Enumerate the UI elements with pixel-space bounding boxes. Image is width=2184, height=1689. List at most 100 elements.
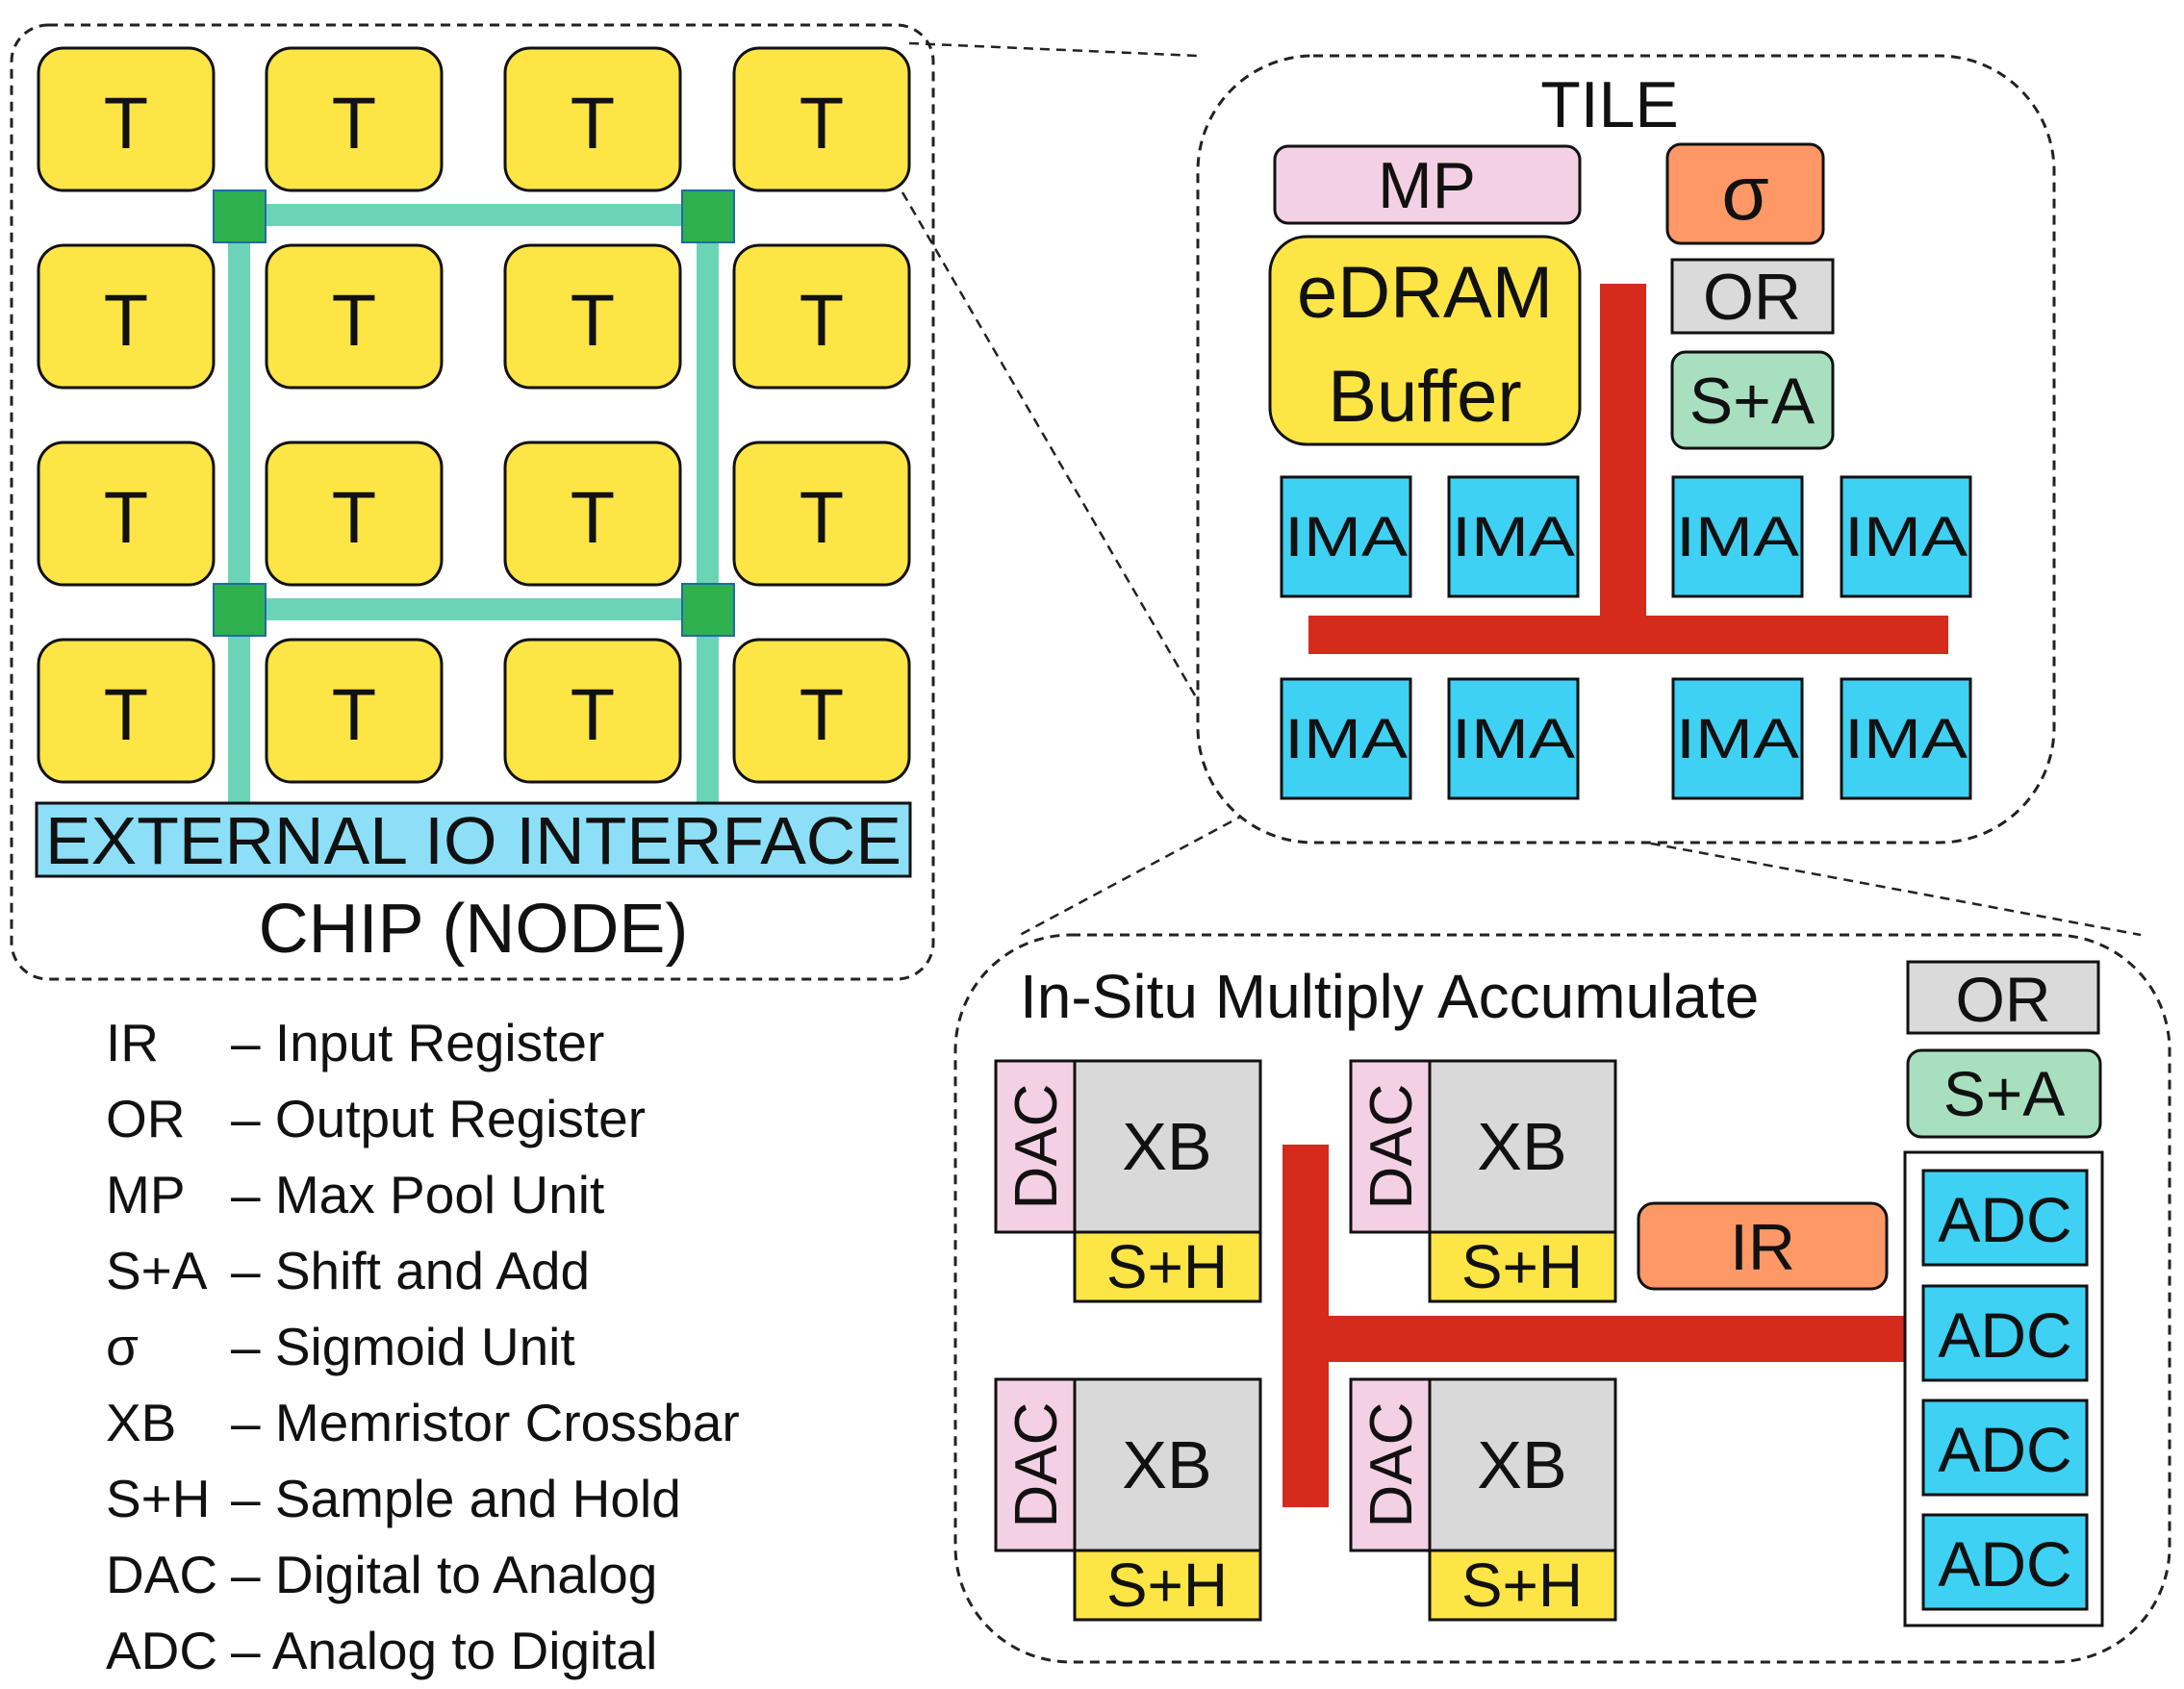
ima-label: IMA (1676, 506, 1799, 568)
chip-tile (37, 638, 216, 784)
chip-title: CHIP (NODE) (259, 891, 689, 968)
edram-buffer (1268, 235, 1582, 446)
isaac-region: In-Situ Multiply Accumulate OR S+A IR DA… (953, 933, 2171, 1664)
chip-tile-label: T (332, 83, 376, 164)
adc-unit (1921, 1169, 2089, 1267)
legend-desc: – Sample and Hold (231, 1469, 681, 1528)
ima-unit (1280, 677, 1412, 800)
crossbar-label: XB (1477, 1109, 1566, 1184)
ima-label: IMA (1676, 708, 1799, 770)
chip-tile (732, 243, 911, 390)
tile-bus-horizontal (1308, 616, 1948, 654)
ima-unit (1280, 475, 1412, 598)
dac-unit (1349, 1377, 1432, 1552)
chip-tile-label: T (104, 674, 148, 756)
ima-unit (1447, 475, 1580, 598)
legend-desc: – Digital to Analog (231, 1545, 658, 1604)
connector-line (908, 41, 1199, 58)
ima-unit (1840, 677, 1972, 800)
crossbar (1073, 1059, 1262, 1234)
dac-label: DAC (1359, 1402, 1425, 1528)
isaac-shift-add-label: S+A (1943, 1058, 2066, 1129)
legend-entry: S+H– Sample and Hold (106, 1461, 740, 1537)
chip-tile-label: T (571, 280, 615, 362)
max-pool-unit (1273, 144, 1582, 225)
chip-tile (732, 441, 911, 587)
sample-hold-label: S+H (1106, 1550, 1228, 1620)
chip-tile-label: T (800, 674, 844, 756)
sample-hold-unit (1073, 1549, 1262, 1622)
crossbar-label: XB (1477, 1427, 1566, 1502)
routers (213, 189, 735, 637)
legend-desc: – Sigmoid Unit (231, 1317, 575, 1376)
legend-abbr: XB (106, 1393, 177, 1452)
adc-unit (1921, 1399, 2089, 1497)
chip-tile (265, 441, 444, 587)
chip-tile (732, 638, 911, 784)
legend-abbr: IR (106, 1013, 159, 1072)
network-link (697, 192, 719, 808)
chip-tile (265, 638, 444, 784)
legend-entry: OR– Output Register (106, 1081, 740, 1157)
output-register-label: OR (1703, 261, 1801, 334)
dac-unit (994, 1059, 1077, 1234)
crossbar-label: XB (1122, 1427, 1211, 1502)
sample-hold-unit (1428, 1549, 1617, 1622)
chip-tile-label: T (332, 674, 376, 756)
legend-entry: XB– Memristor Crossbar (106, 1385, 740, 1461)
edram-label: eDRAM (1297, 252, 1553, 334)
chip-tile-label: T (571, 477, 615, 559)
external-io-label: EXTERNAL IO INTERFACE (45, 803, 902, 878)
chip-tile (732, 46, 911, 192)
chip-tile (37, 46, 216, 192)
network-links (228, 192, 722, 808)
ima-label: IMA (1844, 708, 1968, 770)
ima-label: IMA (1844, 506, 1968, 568)
crossbar (1428, 1059, 1617, 1234)
ima-label: IMA (1284, 708, 1408, 770)
shift-add-unit (1670, 350, 1835, 450)
output-register (1670, 258, 1835, 335)
buffer-label: Buffer (1328, 356, 1521, 438)
dac-label: DAC (1359, 1084, 1425, 1210)
crossbar (1073, 1377, 1262, 1552)
sample-hold-label: S+H (1106, 1232, 1228, 1301)
crossbar-label: XB (1122, 1109, 1211, 1184)
router (681, 583, 735, 637)
legend-abbr: S+A (106, 1241, 208, 1300)
tile-bus-vertical (1600, 284, 1646, 616)
chip-tile-label: T (332, 477, 376, 559)
chip-boundary (10, 23, 935, 981)
crossbar (1428, 1377, 1617, 1552)
legend-entry: ADC– Analog to Digital (106, 1613, 740, 1689)
isaac-bus-horizontal (1306, 1316, 1907, 1362)
ima-unit (1671, 677, 1804, 800)
ima-label: IMA (1452, 506, 1575, 568)
sample-hold-unit (1428, 1230, 1617, 1303)
max-pool-label: MP (1378, 149, 1476, 222)
dac-unit (994, 1377, 1077, 1552)
ima-unit (1840, 475, 1972, 598)
chip-tile (503, 638, 682, 784)
isaac-output-register (1906, 960, 2100, 1035)
legend-desc: – Max Pool Unit (231, 1165, 605, 1224)
legend-abbr: σ (106, 1317, 139, 1376)
chip-tile-label: T (104, 280, 148, 362)
adc-unit (1921, 1284, 2089, 1382)
chip-tile (37, 441, 216, 587)
chip-tile-label: T (800, 83, 844, 164)
chip-tile-label: T (571, 83, 615, 164)
legend-abbr: MP (106, 1165, 186, 1224)
input-register-label: IR (1730, 1211, 1795, 1284)
chip-tile-label: T (571, 674, 615, 756)
chip-tile (503, 46, 682, 192)
chip-tile (503, 243, 682, 390)
isaac-shift-add (1906, 1048, 2102, 1139)
legend-desc: – Shift and Add (231, 1241, 591, 1300)
chip-tile-label: T (332, 280, 376, 362)
